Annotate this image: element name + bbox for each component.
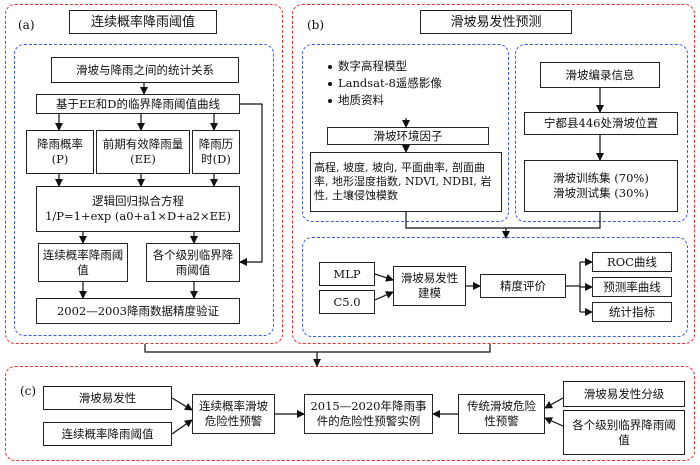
factor-list-box: 高程, 坡度, 坡向, 平面曲率, 剖面曲率, 地形湿度指数, NDVI, ND… (310, 152, 502, 212)
panel-a-label: (a) (18, 18, 35, 32)
logistic-box: 逻辑回归拟合方程 1/P=1+exp (a0+a1×D+a2×EE) (36, 186, 240, 232)
data-source-item: Landsat-8遥感影像 (328, 75, 442, 92)
effective-rain-box: 前期有效降雨量(EE) (96, 130, 190, 174)
locations-box: 宁都县446处滑坡位置 (524, 112, 678, 135)
data-source-item: 数字高程模型 (328, 58, 442, 75)
panel-b-inner-right-frame (515, 44, 688, 222)
rain-duration-box: 降雨历时(D) (192, 130, 240, 174)
panel-b-frame (292, 4, 695, 344)
cont-threshold-c-box: 连续概率降雨阈值 (43, 422, 172, 446)
cont-threshold-box: 连续概率降雨阈值 (38, 243, 128, 282)
catalog-box: 滑坡编录信息 (540, 62, 660, 88)
case-box: 2015—2020年降雨事件的危险性预警实例 (304, 394, 433, 434)
pred-curve-box: 预测率曲线 (592, 277, 672, 297)
mlp-box: MLP (319, 262, 375, 286)
validation-box: 2002—2003降雨数据精度验证 (36, 298, 240, 324)
stats-box: 统计指标 (592, 302, 672, 322)
logistic-equation: 1/P=1+exp (a0+a1×D+a2×EE) (45, 209, 231, 223)
panel-b-label: (b) (307, 18, 325, 32)
panel-c-frame (5, 366, 695, 461)
suscep-zoning-box: 滑坡易发性分级 (563, 381, 685, 407)
modeling-box: 滑坡易发性建模 (393, 266, 466, 306)
panel-b-title: 滑坡易发性预测 (420, 10, 572, 34)
rain-prob-box: 降雨概率(P) (26, 130, 94, 174)
data-source-list: 数字高程模型 Landsat-8遥感影像 地质资料 (328, 58, 442, 109)
susceptibility-box: 滑坡易发性 (43, 386, 172, 410)
trad-warning-box: 传统滑坡危险性预警 (458, 394, 545, 434)
train-set: 滑坡训练集 (70%) (553, 171, 649, 185)
test-set: 滑坡测试集 (30%) (553, 186, 649, 200)
panel-a-title: 连续概率降雨阈值 (69, 10, 217, 34)
panel-a-frame (5, 4, 283, 344)
data-source-item: 地质资料 (328, 92, 442, 109)
cont-warning-box: 连续概率滑坡危险性预警 (192, 394, 275, 434)
panel-a-inner-frame (14, 44, 274, 336)
panel-b-inner-bottom-frame (302, 237, 688, 337)
stat-relation-box: 滑坡与降雨之间的统计关系 (51, 57, 239, 83)
curve-title-box: 基于EE和D的临界降雨阈值曲线 (36, 94, 240, 114)
level-threshold-box: 各个级别临界降雨阈值 (146, 243, 240, 282)
accuracy-box: 精度评价 (480, 274, 566, 298)
level-threshold-c-box: 各个级别临界降雨阈值 (563, 410, 685, 455)
logistic-title: 逻辑回归拟合方程 (92, 194, 184, 208)
roc-box: ROC曲线 (592, 252, 672, 272)
panel-c-label: (c) (20, 384, 37, 398)
env-factor-box: 滑坡环境因子 (327, 127, 489, 145)
train-test-box: 滑坡训练集 (70%) 滑坡测试集 (30%) (524, 160, 678, 212)
c50-box: C5.0 (319, 290, 375, 314)
